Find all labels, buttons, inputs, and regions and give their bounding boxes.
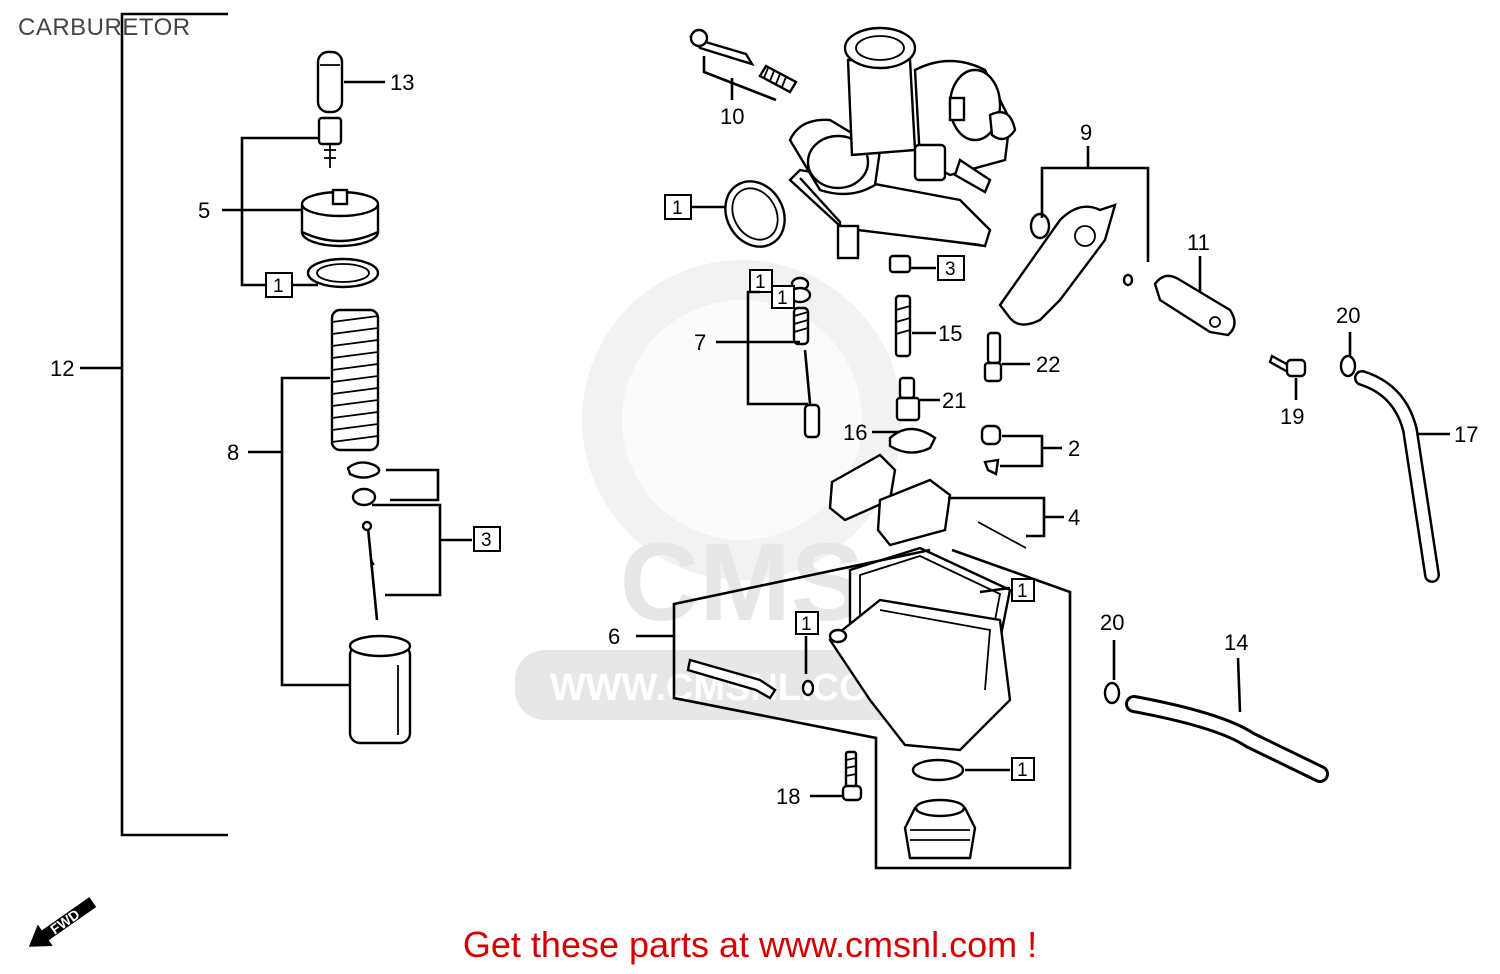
- part-18-drain-screw: [841, 750, 863, 802]
- label-19: 19: [1280, 404, 1304, 429]
- part-13-cable-adjuster-cap: [316, 50, 344, 168]
- part-jet-needle: [361, 520, 379, 621]
- part-16-needle-seat: [888, 427, 937, 454]
- label-13: 13: [390, 70, 414, 95]
- footer-link[interactable]: Get these parts at www.cmsnl.com !: [462, 924, 1038, 965]
- label-15: 15: [938, 321, 962, 346]
- label-5: 5: [198, 198, 210, 223]
- part-10-screw-spring: [688, 28, 798, 94]
- part-9-throttle-arm: [998, 203, 1134, 326]
- ref-box-3-needle: [473, 526, 501, 552]
- part-needle-clip: [346, 461, 381, 479]
- part-20-clip-lower: [1103, 681, 1121, 705]
- part-22-slow-jet: [983, 331, 1003, 383]
- part-7-air-screw-set: [788, 276, 821, 439]
- label-7: 7: [694, 330, 706, 355]
- part-5-top-cap: [300, 188, 380, 248]
- part-throttle-spring: [330, 308, 380, 452]
- label-14: 14: [1224, 630, 1248, 655]
- watermark-letters: CMS: [620, 521, 864, 644]
- label-8: 8: [227, 440, 239, 465]
- page-title: CARBURETOR: [18, 14, 191, 41]
- part-21-main-jet: [895, 376, 921, 422]
- ref-1-bowl: 1: [1017, 581, 1028, 602]
- cms-watermark: CMS WWW.CMSNL.COM: [515, 260, 935, 720]
- label-16: 16: [843, 420, 867, 445]
- ref-1-drain: 1: [1017, 760, 1028, 781]
- ref-1-b: 1: [777, 288, 788, 309]
- label-10: 10: [720, 104, 744, 129]
- label-12: 12: [50, 356, 74, 381]
- part-throttle-valve: [348, 634, 412, 745]
- part-14-drain-tube: [1125, 695, 1329, 783]
- label-18: 18: [776, 784, 800, 809]
- part-2-float-valve: [980, 424, 1002, 476]
- ref-3-needle: 3: [481, 530, 492, 551]
- part-4-float: [828, 453, 1027, 549]
- ref-1-intake: 1: [672, 198, 683, 219]
- part-drain-o-ring: [911, 758, 965, 782]
- part-intake-o-ring: [724, 180, 786, 248]
- label-11: 11: [1187, 230, 1210, 255]
- part-19-screw: [1268, 354, 1307, 378]
- label-20a: 20: [1336, 303, 1360, 328]
- part-15-needle-jet: [888, 254, 912, 358]
- part-needle-washer: [351, 487, 377, 507]
- label-2: 2: [1068, 436, 1080, 461]
- part-11-cable-bracket: [1153, 274, 1236, 337]
- part-carburetor-body: [788, 26, 1017, 260]
- ref-box-1-intake: [664, 194, 692, 220]
- part-6-float-chamber: [686, 546, 1012, 752]
- label-22: 22: [1036, 352, 1060, 377]
- label-6: 6: [608, 624, 620, 649]
- ref-3-body: 3: [945, 259, 956, 280]
- ref-1-a: 1: [755, 272, 766, 293]
- label-9: 9: [1080, 120, 1092, 145]
- ref-1-screw: 1: [801, 614, 812, 635]
- ref-1-cap: 1: [273, 276, 284, 297]
- part-drain-plug: [903, 798, 977, 860]
- ref-box-1-cap: [265, 272, 293, 298]
- label-4: 4: [1068, 505, 1080, 530]
- bracket-12: [80, 12, 228, 837]
- label-21: 21: [942, 388, 966, 413]
- part-17-vent-tube: [1354, 370, 1440, 583]
- part-20-clip-upper: [1339, 354, 1357, 378]
- label-20b: 20: [1100, 610, 1124, 635]
- label-17: 17: [1454, 422, 1478, 447]
